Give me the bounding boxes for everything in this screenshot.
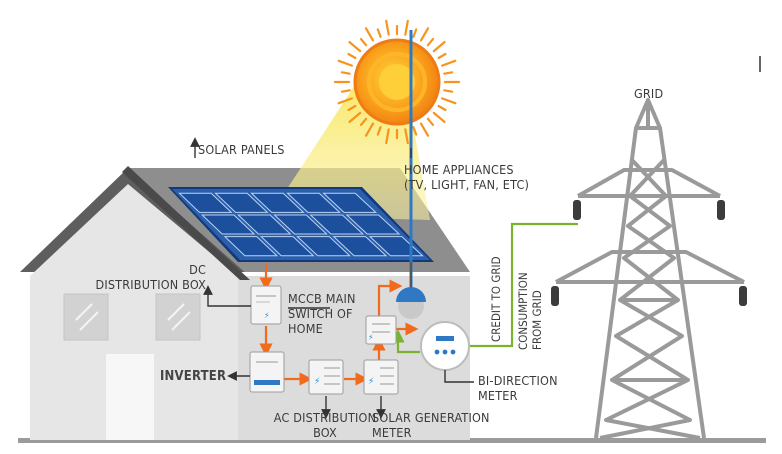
label-ac-distribution-box: AC DISTRIBUTION BOX: [250, 410, 400, 440]
sun-ray: [376, 125, 382, 136]
window-right: [155, 293, 201, 341]
sun-ray: [440, 97, 457, 105]
solar-cell: [332, 236, 388, 257]
svg-text:⚡: ⚡: [314, 377, 320, 387]
label-solar-generation-meter: SOLAR GENERATION METER: [372, 410, 490, 440]
sun-ray: [340, 71, 351, 75]
sun-ray: [348, 111, 362, 124]
solar-cell: [309, 214, 365, 235]
solar-cell: [368, 236, 424, 257]
label-sgm-line1: SOLAR GENERATION: [372, 410, 490, 425]
solar-panel-icon: [168, 187, 434, 262]
label-mccb: MCCB MAIN SWITCH OF HOME: [288, 291, 356, 336]
sun-ray: [359, 117, 368, 127]
sun-ray: [364, 27, 375, 42]
door: [106, 354, 154, 440]
label-bidir-line2: METER: [478, 388, 518, 403]
dc-flow-lines: [259, 264, 419, 386]
sun-ray: [385, 19, 390, 36]
svg-text:⚡: ⚡: [368, 333, 374, 342]
solar-cell: [237, 214, 292, 235]
label-sgm-line2: METER: [372, 425, 412, 440]
label-dc-distribution-box: DC DISTRIBUTION BOX: [60, 262, 206, 292]
meter-icon: [420, 321, 470, 371]
solar-cell: [286, 192, 341, 213]
label-bidir-line1: BI-DIRECTION: [478, 373, 558, 388]
inverter-icon: [249, 351, 285, 393]
label-dc-line2: DISTRIBUTION BOX: [95, 277, 206, 292]
solar-cell: [200, 214, 256, 235]
label-home-appliances-line2: (TV, LIGHT, FAN, ETC): [404, 177, 530, 192]
solar-cell: [223, 236, 279, 257]
label-consumption-line2: FROM GRID: [530, 290, 544, 350]
sun-ray: [440, 59, 457, 67]
sun-ray: [337, 97, 354, 105]
sun-ray: [419, 122, 430, 137]
label-mccb-line3: HOME: [288, 321, 323, 336]
label-consumption-from-grid: CONSUMPTION FROM GRID: [516, 272, 544, 350]
ground-line: [18, 438, 766, 443]
label-ac-line1: AC DISTRIBUTION: [273, 410, 377, 425]
solar-cell: [259, 236, 315, 257]
sun-ray: [437, 104, 447, 112]
sun-ray: [432, 40, 446, 53]
sun-ray: [347, 104, 357, 112]
svg-text:⚡: ⚡: [368, 377, 374, 387]
label-ac-line2: BOX: [313, 425, 337, 440]
insulators: [551, 200, 747, 306]
sun-ray: [443, 71, 454, 75]
sun-ray: [347, 52, 357, 60]
label-home-appliances: HOME APPLIANCES (TV, LIGHT, FAN, ETC): [404, 162, 529, 192]
sun-ray: [359, 37, 368, 47]
sun-ray: [404, 128, 409, 145]
svg-text:⚡: ⚡: [264, 311, 270, 320]
sun-ray: [426, 37, 435, 47]
label-solar-panels: SOLAR PANELS: [198, 142, 285, 157]
label-mccb-line2: SWITCH OF: [288, 306, 353, 321]
label-leaders: [190, 137, 474, 419]
sun-ray: [419, 27, 430, 42]
sun-ray: [348, 40, 362, 53]
solar-cell: [322, 192, 378, 213]
sun-ray: [432, 111, 446, 124]
dc-distribution-box: ⚡: [250, 285, 282, 325]
sun-ray: [404, 19, 409, 36]
label-bi-direction-meter: BI-DIRECTION METER: [478, 373, 558, 403]
sun-ray: [340, 89, 351, 93]
sun-ray: [412, 28, 418, 39]
mccb-main-switch: ⚡: [365, 315, 397, 345]
sun-ray: [376, 28, 382, 39]
lamp-icon: [396, 30, 426, 319]
sun-ray: [437, 52, 447, 60]
solar-cell: [214, 192, 269, 213]
label-dc-line1: DC: [189, 262, 206, 277]
solar-cell: [250, 192, 305, 213]
label-grid: GRID: [634, 86, 664, 101]
window-left: [63, 293, 109, 341]
sun-ray: [364, 122, 375, 137]
sun-ray: [443, 89, 454, 93]
sun-ray: [337, 59, 354, 67]
sun-ray: [426, 117, 435, 127]
sun-icon: [333, 19, 461, 145]
sun-ray: [412, 125, 418, 136]
label-credit-to-grid: CREDIT TO GRID: [489, 256, 503, 342]
solar-cell: [273, 214, 328, 235]
solar-generation-meter: ⚡: [363, 359, 399, 395]
solar-cell: [345, 214, 401, 235]
solar-cell: [178, 192, 233, 213]
label-home-appliances-line1: HOME APPLIANCES: [404, 162, 514, 177]
ac-distribution-box: ⚡: [308, 359, 344, 395]
label-consumption-line1: CONSUMPTION: [516, 272, 530, 350]
transmission-tower-icon: [555, 98, 745, 440]
solar-cell: [296, 236, 351, 257]
label-inverter: INVERTER: [160, 369, 227, 384]
label-mccb-line1: MCCB MAIN: [288, 291, 356, 306]
sun-ray: [385, 128, 390, 145]
grid-flow-lines: [391, 222, 578, 354]
